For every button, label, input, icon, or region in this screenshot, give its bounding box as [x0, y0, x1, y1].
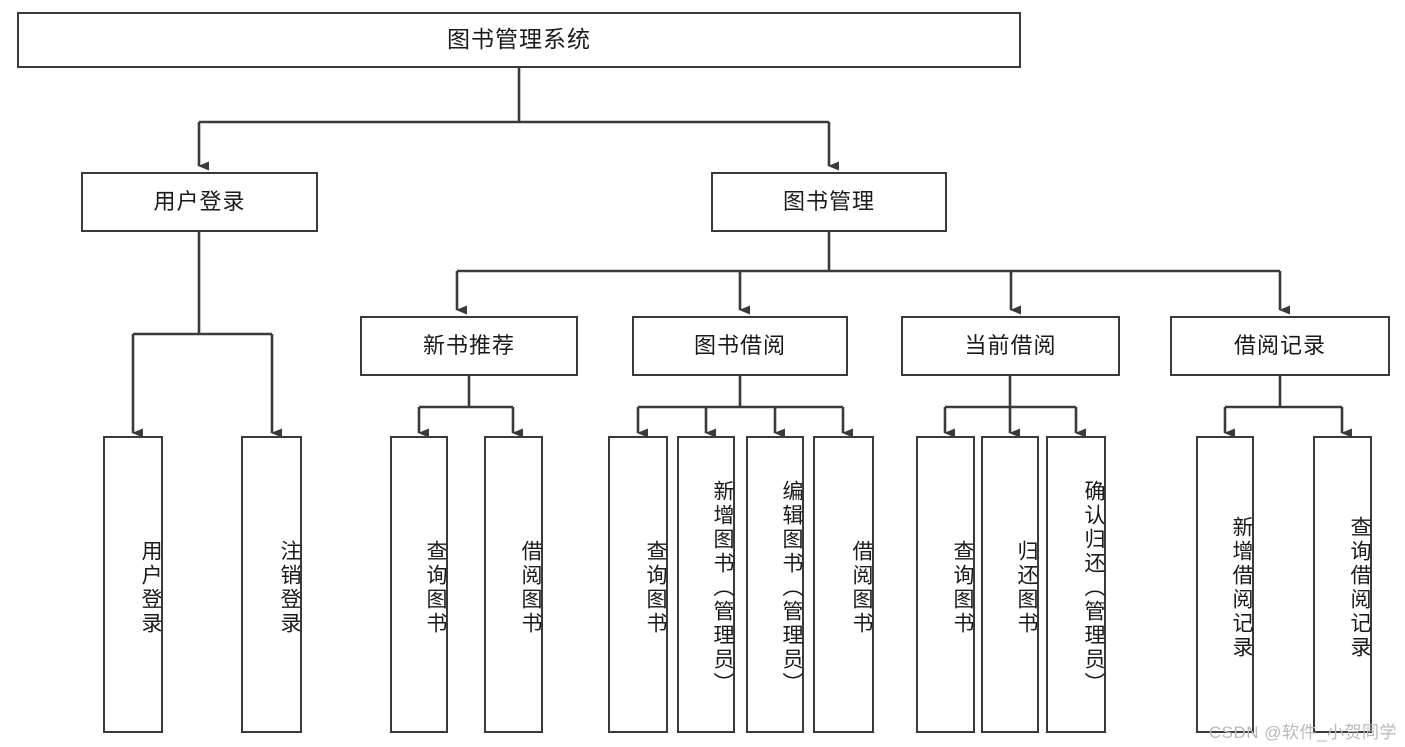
node-root[interactable]: 图书管理系统: [17, 12, 1021, 68]
leaf-return-book[interactable]: 归还图书: [981, 436, 1039, 733]
leaf-query-book-2[interactable]: 查询图书: [608, 436, 668, 733]
leaf-add-record-label: 新增借阅记录: [1230, 515, 1253, 660]
leaf-query-book-3-label: 查询图书: [951, 539, 974, 636]
node-root-label: 图书管理系统: [447, 26, 591, 53]
leaf-borrow-book-1[interactable]: 借阅图书: [484, 436, 543, 733]
leaf-query-book-2-label: 查询图书: [644, 539, 667, 636]
leaf-confirm-return-label: 确认归还（管理员）: [1082, 479, 1105, 696]
leaf-borrow-book-2-label: 借阅图书: [850, 539, 873, 636]
node-new-book-recommend[interactable]: 新书推荐: [360, 316, 578, 376]
leaf-add-book[interactable]: 新增图书（管理员）: [677, 436, 735, 733]
node-new-book-recommend-label: 新书推荐: [422, 332, 515, 358]
leaf-return-book-label: 归还图书: [1015, 539, 1038, 636]
leaf-add-record[interactable]: 新增借阅记录: [1196, 436, 1254, 733]
node-user-login-label: 用户登录: [153, 188, 246, 214]
leaf-edit-book[interactable]: 编辑图书（管理员）: [746, 436, 804, 733]
node-borrow-record-label: 借阅记录: [1233, 332, 1326, 358]
leaf-borrow-book-1-label: 借阅图书: [519, 539, 542, 636]
leaf-user-logout-label: 注销登录: [278, 539, 301, 636]
leaf-query-record-label: 查询借阅记录: [1348, 515, 1371, 660]
leaf-user-login[interactable]: 用户登录: [103, 436, 163, 733]
node-book-manage[interactable]: 图书管理: [711, 172, 947, 232]
node-book-manage-label: 图书管理: [782, 188, 875, 214]
leaf-user-logout[interactable]: 注销登录: [241, 436, 302, 733]
leaf-confirm-return[interactable]: 确认归还（管理员）: [1046, 436, 1106, 733]
node-current-borrow-label: 当前借阅: [964, 332, 1057, 358]
node-current-borrow[interactable]: 当前借阅: [901, 316, 1120, 376]
leaf-query-record[interactable]: 查询借阅记录: [1313, 436, 1372, 733]
leaf-query-book-1-label: 查询图书: [424, 539, 447, 636]
leaf-query-book-3[interactable]: 查询图书: [916, 436, 975, 733]
node-book-borrow-label: 图书借阅: [693, 332, 786, 358]
leaf-query-book-1[interactable]: 查询图书: [390, 436, 448, 733]
node-user-login[interactable]: 用户登录: [81, 172, 318, 232]
leaf-edit-book-label: 编辑图书（管理员）: [780, 479, 803, 696]
leaf-user-login-label: 用户登录: [139, 539, 162, 636]
leaf-borrow-book-2[interactable]: 借阅图书: [813, 436, 874, 733]
leaf-add-book-label: 新增图书（管理员）: [711, 479, 734, 696]
watermark: CSDN @软件_小贺同学: [1208, 723, 1397, 742]
node-book-borrow[interactable]: 图书借阅: [632, 316, 848, 376]
node-borrow-record[interactable]: 借阅记录: [1170, 316, 1390, 376]
